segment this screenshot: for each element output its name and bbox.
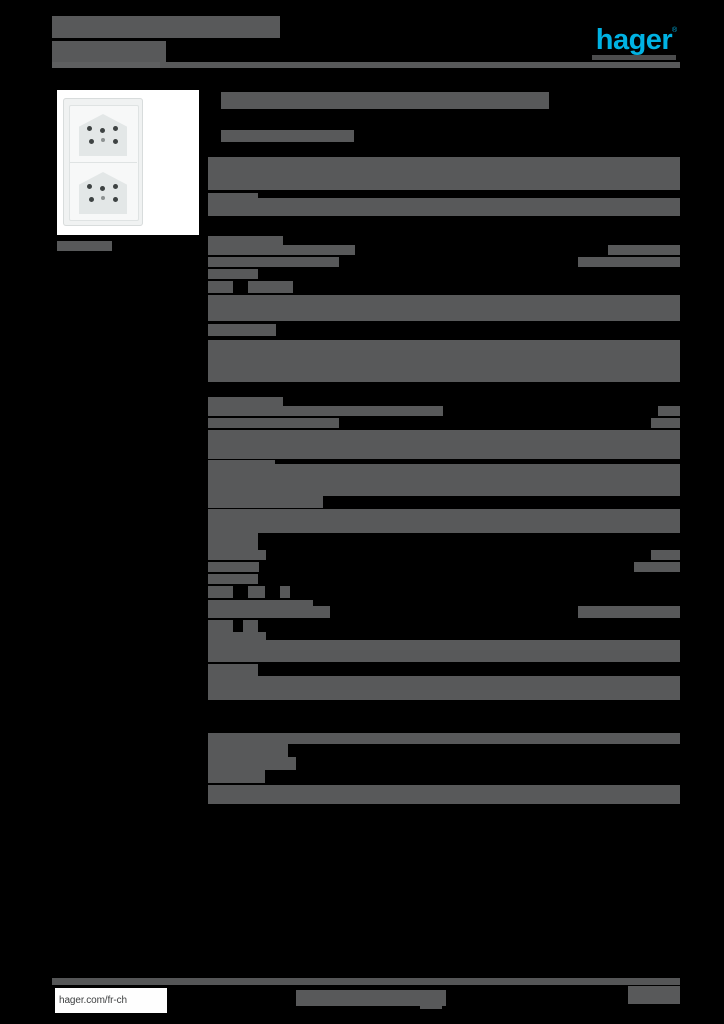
table-row	[208, 620, 724, 632]
row-text-gap	[290, 586, 724, 598]
page-title-line-2	[52, 41, 166, 64]
hager-logo: hager	[595, 24, 673, 56]
page-title-line-1	[52, 16, 280, 38]
socket-frame-divider	[69, 162, 137, 163]
table-row	[208, 785, 680, 804]
table-row	[208, 430, 680, 459]
row-text-gap	[339, 257, 578, 267]
row-text-gap	[266, 550, 651, 560]
footer-divider	[52, 978, 680, 985]
table-row	[208, 574, 724, 584]
table-row	[208, 632, 724, 642]
table-row	[208, 550, 680, 560]
row-text-gap	[293, 281, 724, 293]
table-row	[208, 245, 680, 255]
table-row	[208, 640, 680, 662]
table-row	[208, 586, 724, 598]
product-subheading	[221, 130, 354, 142]
table-row	[208, 295, 680, 321]
table-row	[208, 418, 680, 428]
table-row	[208, 770, 724, 783]
row-text-gap	[339, 418, 651, 428]
socket-faceplate	[63, 98, 143, 226]
product-image	[57, 90, 199, 235]
row-text-gap	[296, 757, 724, 770]
footer-center-text	[296, 990, 446, 1006]
product-heading	[221, 92, 549, 109]
table-row	[208, 496, 724, 508]
table-row	[208, 464, 680, 499]
row-text-gap	[443, 406, 658, 416]
socket-outlet-bottom	[79, 172, 127, 214]
table-row	[208, 157, 680, 190]
table-row	[208, 324, 724, 336]
product-image-caption	[57, 241, 112, 251]
table-row	[208, 757, 724, 770]
row-text-gap	[323, 496, 724, 508]
table-row	[208, 340, 680, 382]
row-text-gap	[259, 562, 634, 572]
footer-url[interactable]: hager.com/fr-ch	[55, 988, 167, 1013]
row-text-gap	[265, 770, 724, 783]
row-text-gap	[258, 574, 724, 584]
table-row	[208, 281, 724, 293]
table-row	[208, 406, 680, 416]
row-text-gap	[233, 620, 243, 632]
row-text-gap	[276, 324, 724, 336]
row-text-gap	[266, 632, 724, 642]
row-text-gap	[258, 664, 724, 676]
table-row	[208, 744, 724, 757]
header-divider	[52, 62, 680, 68]
table-row	[208, 664, 724, 676]
row-text-gap	[233, 586, 248, 598]
trademark-icon: ®	[672, 27, 678, 34]
socket-outlet-top	[79, 114, 127, 156]
logo-underline	[592, 55, 676, 60]
footer-page-number	[628, 986, 680, 1004]
table-row	[208, 257, 680, 267]
row-text-gap	[233, 281, 248, 293]
table-row	[208, 562, 680, 572]
table-row	[208, 733, 680, 747]
table-row	[208, 269, 724, 279]
row-text-gap	[258, 269, 724, 279]
row-text-gap	[330, 606, 578, 618]
row-text-gap	[265, 586, 280, 598]
row-text-gap	[288, 744, 724, 757]
table-row	[208, 198, 680, 216]
table-row	[208, 606, 680, 618]
row-text-gap	[258, 620, 724, 632]
table-row	[208, 676, 680, 700]
row-text-gap	[355, 245, 608, 255]
header-divider-accent	[52, 62, 160, 68]
footer-center-text-secondary	[420, 999, 442, 1009]
